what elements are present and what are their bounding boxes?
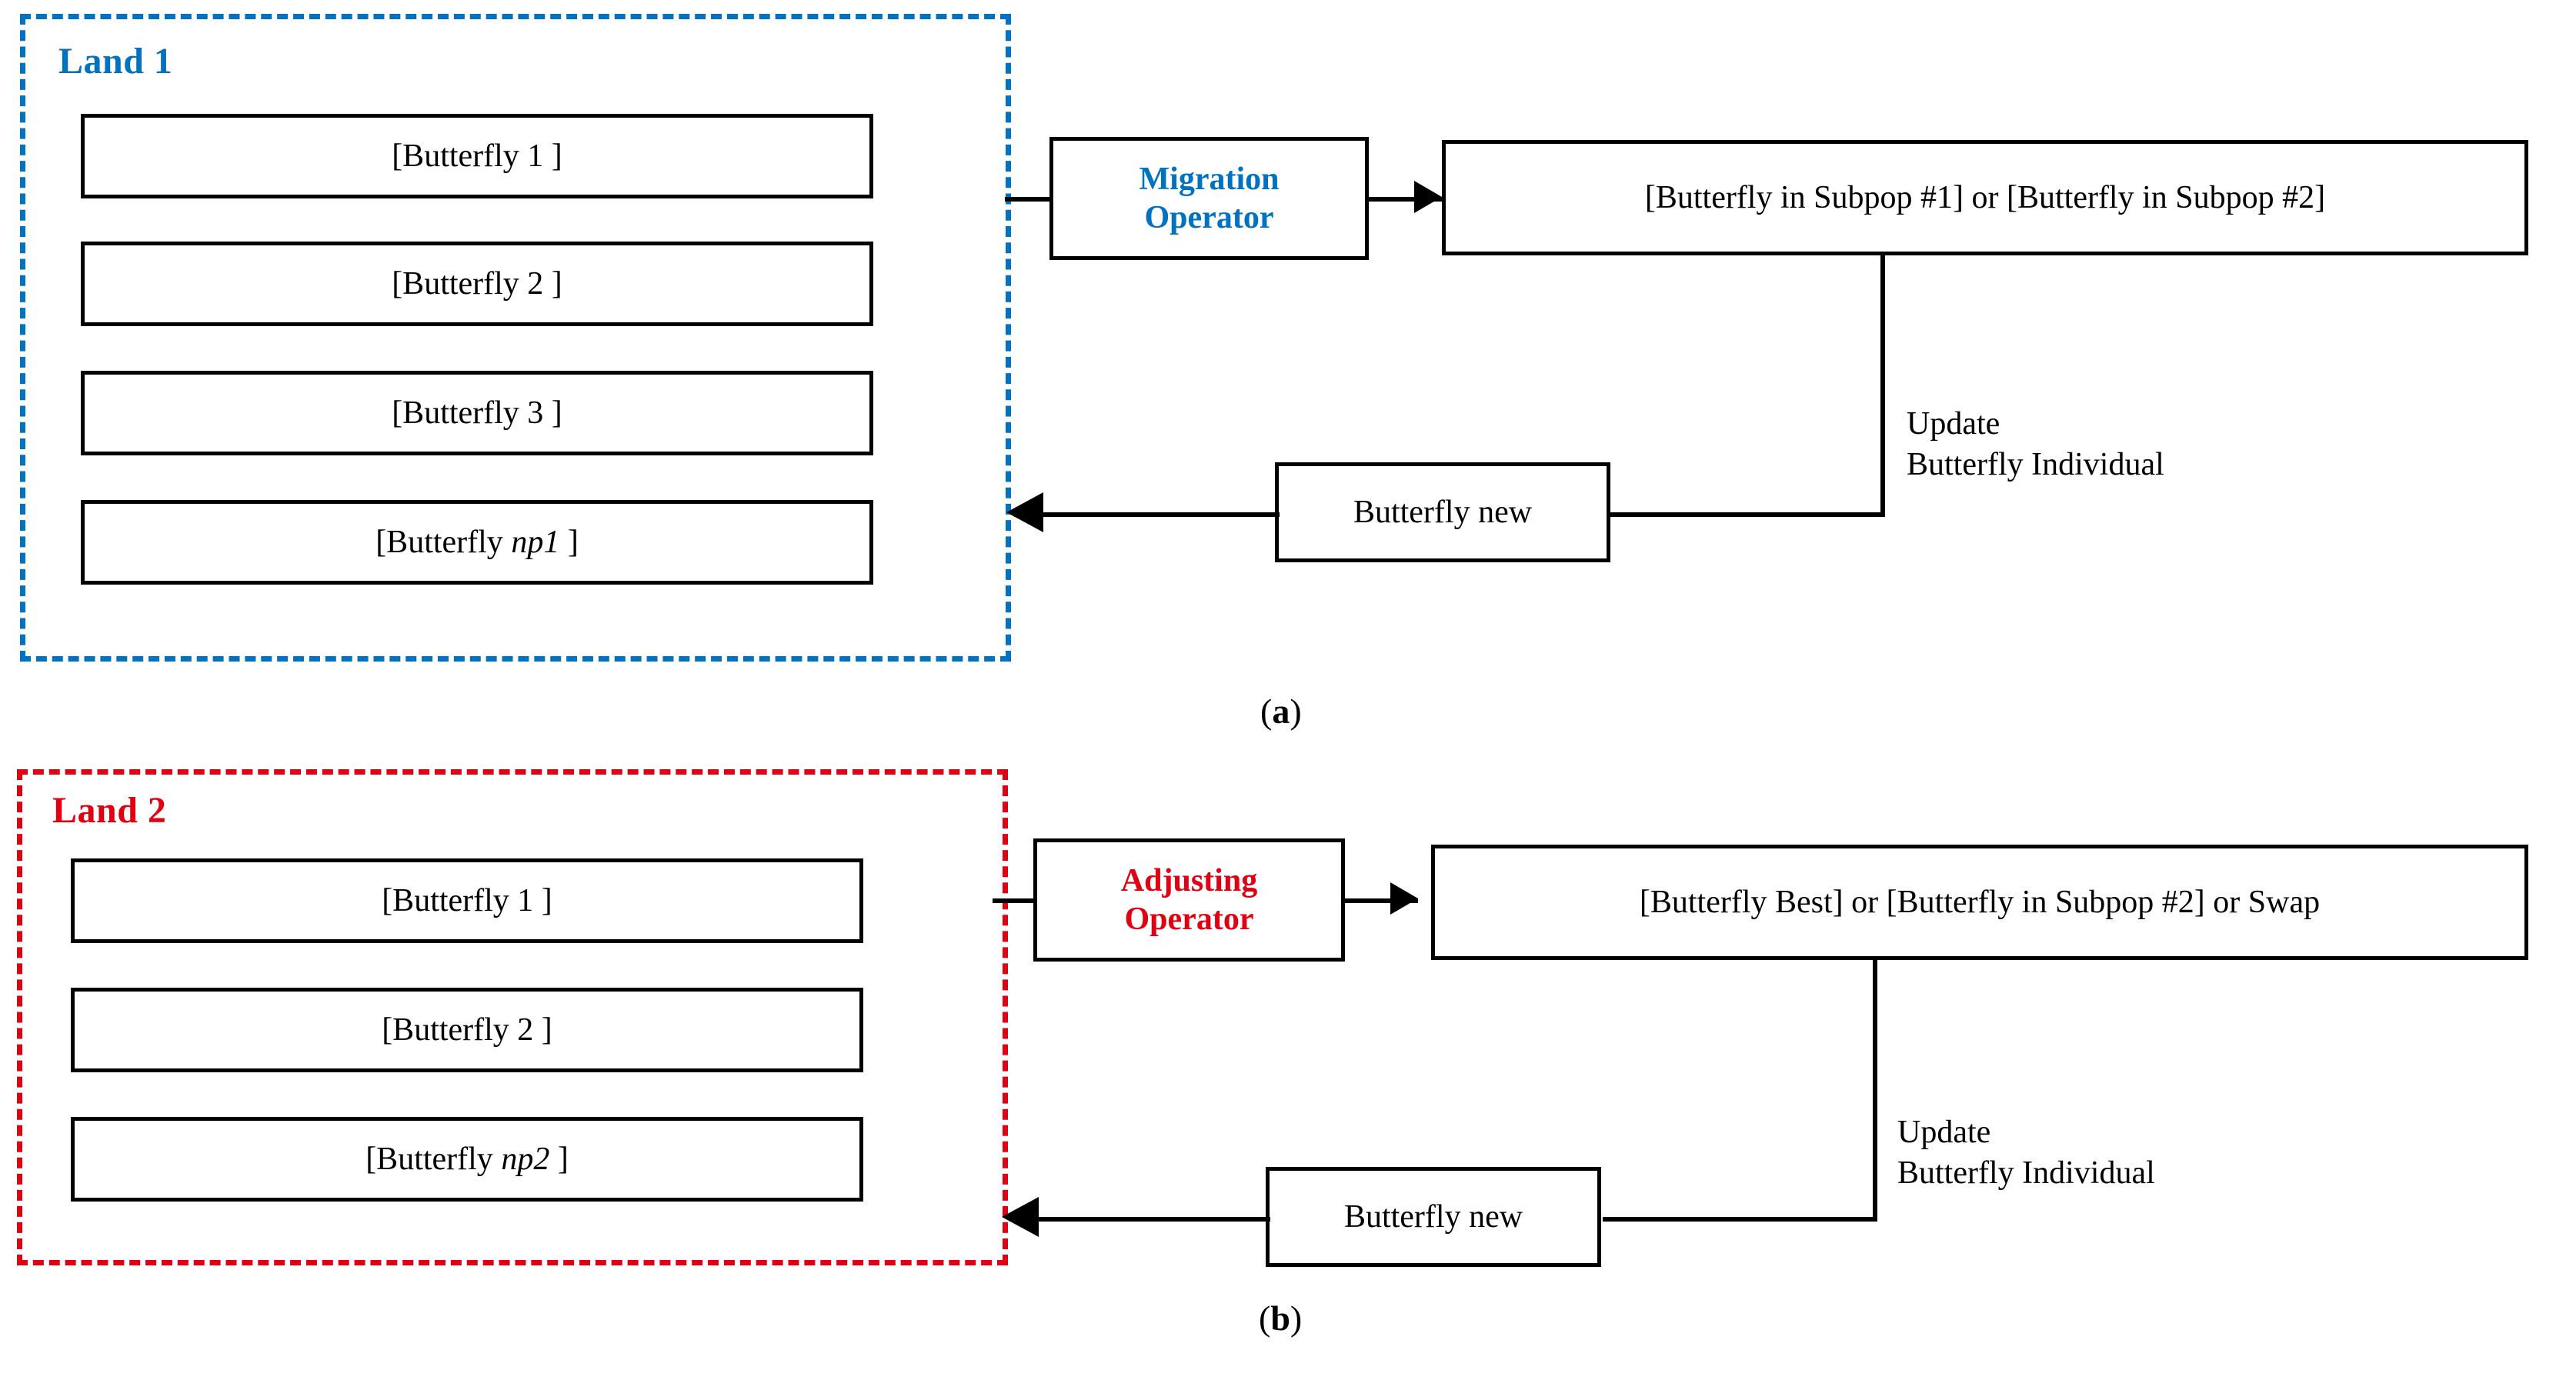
butterfly-new-box-b: Butterfly new: [1266, 1167, 1601, 1267]
butterfly-new-label-a: Butterfly new: [1353, 494, 1533, 530]
new-to-land1-horizontal: [1014, 512, 1280, 517]
operator-to-result-line: [1369, 197, 1442, 202]
adjusting-result-label: [Butterfly Best] or [Butterfly in Subpop…: [1639, 884, 2321, 920]
result-to-update-vertical: [1880, 255, 1885, 517]
land2-individual-1-label: [Butterfly 1 ]: [382, 882, 552, 918]
adjusting-result-box: [Butterfly Best] or [Butterfly in Subpop…: [1431, 845, 2528, 960]
land2-label: Land 2: [52, 790, 167, 831]
np1-italic: np1: [511, 524, 560, 560]
adjusting-operator-line1: Adjusting: [1120, 862, 1258, 898]
land2-individual-1: [Butterfly 1 ]: [71, 858, 863, 943]
land1-individual-np1-label: [Butterfly np1 ]: [375, 524, 579, 561]
panel-a-caption-letter: a: [1272, 692, 1290, 731]
land2-individual-2: [Butterfly 2 ]: [71, 988, 863, 1072]
new-to-land2-horizontal: [1009, 1217, 1270, 1222]
land1-label: Land 1: [58, 41, 173, 82]
update-annotation-a-line2: Butterfly Individual: [1907, 446, 2164, 482]
land1-individual-np1: [Butterfly np1 ]: [81, 500, 873, 585]
update-annotation-b-line2: Butterfly Individual: [1897, 1155, 2155, 1191]
update-to-new-horizontal: [1610, 512, 1885, 517]
land1-individual-2: [Butterfly 2 ]: [81, 242, 873, 326]
update-to-new-horizontal-b: [1603, 1217, 1877, 1222]
butterfly-new-box-a: Butterfly new: [1275, 462, 1610, 562]
panel-b-caption-close: ): [1290, 1298, 1303, 1338]
land2-individual-np2-label: [Butterfly np2 ]: [365, 1141, 569, 1178]
update-annotation-a-line1: Update: [1907, 406, 2000, 442]
migration-operator-line2: Operator: [1144, 200, 1274, 235]
operator-to-result-arrowhead: [1414, 181, 1442, 213]
land1-individual-1: [Butterfly 1 ]: [81, 114, 873, 198]
update-annotation-b-line1: Update: [1897, 1115, 1991, 1150]
adjusting-to-result-arrowhead: [1390, 882, 1418, 915]
new-to-land1-arrowhead: [1006, 492, 1043, 532]
panel-a-caption-close: ): [1290, 692, 1302, 731]
migration-result-box: [Butterfly in Subpop #1] or [Butterfly i…: [1442, 140, 2528, 255]
land2-dashed-container: [17, 769, 1008, 1265]
panel-b-caption-open: (: [1259, 1298, 1271, 1338]
panel-a-caption: (a): [1260, 691, 1302, 732]
migration-result-label: [Butterfly in Subpop #1] or [Butterfly i…: [1644, 179, 2326, 215]
land2-individual-2-label: [Butterfly 2 ]: [382, 1012, 552, 1048]
adjusting-to-result-line: [1345, 898, 1418, 903]
land1-individual-1-label: [Butterfly 1 ]: [392, 138, 562, 174]
land1-individual-3-label: [Butterfly 3 ]: [392, 395, 562, 431]
np1-suffix: ]: [559, 524, 579, 560]
np2-suffix: ]: [549, 1141, 569, 1177]
land1-to-operator-connector: [1005, 197, 1051, 202]
land2-to-operator-connector: [993, 898, 1035, 903]
land1-dashed-container: [20, 14, 1011, 662]
np2-italic: np2: [501, 1141, 550, 1177]
np2-prefix: [Butterfly: [365, 1141, 502, 1177]
new-to-land2-arrowhead: [1002, 1197, 1039, 1237]
land1-individual-3: [Butterfly 3 ]: [81, 371, 873, 455]
panel-b-caption: (b): [1259, 1298, 1302, 1338]
panel-b-caption-letter: b: [1270, 1298, 1290, 1338]
panel-a-caption-open: (: [1260, 692, 1273, 731]
np1-prefix: [Butterfly: [375, 524, 512, 560]
adjusting-operator-line2: Operator: [1124, 902, 1254, 937]
land2-individual-np2: [Butterfly np2 ]: [71, 1117, 863, 1202]
result-to-update-vertical-b: [1873, 960, 1877, 1222]
butterfly-new-label-b: Butterfly new: [1343, 1198, 1523, 1235]
migration-operator-line1: Migration: [1139, 161, 1280, 197]
land1-individual-2-label: [Butterfly 2 ]: [392, 265, 562, 302]
